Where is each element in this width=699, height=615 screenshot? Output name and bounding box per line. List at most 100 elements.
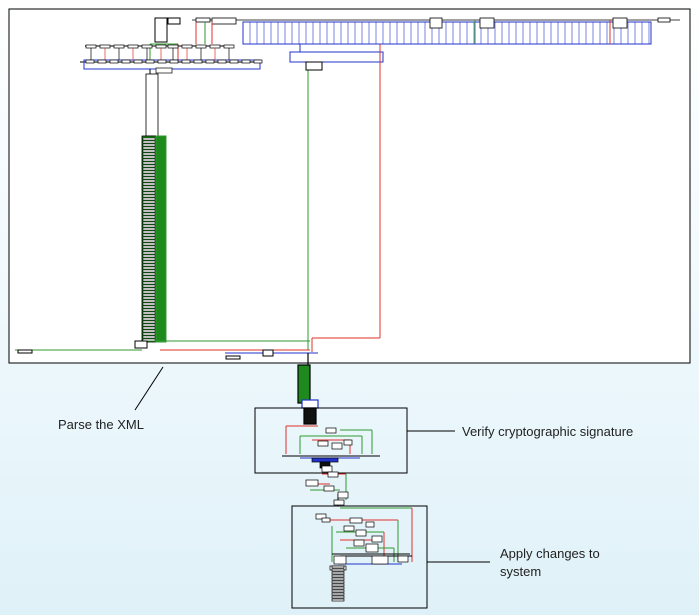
stack-frame — [142, 257, 156, 261]
stack-frame — [142, 212, 156, 216]
call-node — [209, 44, 221, 49]
stack-frame — [142, 149, 156, 153]
call-node — [85, 59, 95, 64]
stack-frame — [142, 230, 156, 234]
stack-frame — [142, 329, 156, 333]
stack-frame — [142, 269, 156, 273]
stack-frame — [142, 137, 156, 141]
stack-frame — [331, 589, 345, 593]
call-node — [109, 59, 119, 64]
verify-annotation: Verify cryptographic signature — [462, 424, 634, 439]
stack-frame — [142, 140, 156, 144]
stack-frame — [142, 242, 156, 246]
stack-frame — [142, 209, 156, 213]
stack-frame — [142, 221, 156, 225]
stack-frame — [142, 161, 156, 165]
stack-frame — [142, 266, 156, 270]
stack-frame — [142, 164, 156, 168]
stack-frame — [142, 218, 156, 222]
stack-frame — [142, 167, 156, 171]
stack-frame — [142, 296, 156, 300]
stack-frame — [142, 197, 156, 201]
call-node — [121, 59, 131, 64]
call-node — [229, 59, 239, 64]
call-node — [217, 59, 227, 64]
stack-frame — [142, 311, 156, 315]
stack-frame — [331, 574, 345, 578]
stack-frame — [331, 565, 345, 569]
parse-region-frame — [8, 8, 691, 364]
call-node — [205, 59, 215, 64]
stack-frame — [142, 155, 156, 159]
stack-frame — [142, 200, 156, 204]
stack-frame — [142, 260, 156, 264]
stack-frame — [142, 272, 156, 276]
stack-frame — [142, 206, 156, 210]
stack-frame — [142, 302, 156, 306]
call-node — [85, 44, 97, 49]
stack-frame — [142, 146, 156, 150]
stack-frame — [331, 577, 345, 581]
call-node — [181, 44, 193, 49]
stack-frame — [142, 143, 156, 147]
stack-frame — [142, 188, 156, 192]
stack-frame — [331, 571, 345, 575]
stack-frame — [142, 281, 156, 285]
stack-frame — [142, 251, 156, 255]
stack-frame — [142, 248, 156, 252]
stack-frame — [142, 236, 156, 240]
stack-frame — [142, 227, 156, 231]
stack-frame — [331, 598, 345, 602]
stack-frame — [142, 185, 156, 189]
left-call-tree-nodes — [85, 44, 263, 74]
call-node — [97, 59, 107, 64]
apply-call-tree — [330, 507, 413, 565]
stack-frame — [142, 182, 156, 186]
stack-frame — [142, 203, 156, 207]
stack-frame — [142, 179, 156, 183]
apply-call-nodes — [315, 513, 409, 571]
stack-frame — [142, 263, 156, 267]
stack-frame — [142, 194, 156, 198]
call-node — [167, 44, 179, 49]
stack-frame — [142, 308, 156, 312]
stack-frame — [142, 287, 156, 291]
stack-frame — [142, 305, 156, 309]
stack-frame — [142, 275, 156, 279]
verify-call-nodes — [311, 427, 353, 469]
stack-frame — [331, 568, 345, 572]
stack-frame — [331, 580, 345, 584]
stack-frame — [142, 239, 156, 243]
call-node — [253, 59, 263, 64]
main-trunk — [297, 353, 319, 425]
stack-frame — [142, 224, 156, 228]
stack-frame — [331, 583, 345, 587]
stack-frame — [142, 335, 156, 339]
stack-frame — [142, 191, 156, 195]
call-node — [155, 44, 167, 49]
stack-frame — [142, 152, 156, 156]
annotation-leaders — [134, 366, 490, 563]
stack-frame — [142, 173, 156, 177]
parse-return-edges — [15, 44, 381, 360]
call-node — [195, 44, 207, 49]
call-node — [145, 59, 155, 64]
top-blue-call-ticks — [249, 22, 650, 44]
stack-frame — [142, 332, 156, 336]
parse-leader-line — [134, 366, 164, 411]
stack-frame — [142, 314, 156, 318]
stack-frame — [142, 254, 156, 258]
stack-frame — [142, 176, 156, 180]
recursion-stack-frames — [142, 137, 156, 342]
top-blue-call-group — [242, 21, 652, 63]
stack-frame — [142, 170, 156, 174]
stack-frame — [331, 595, 345, 599]
call-node — [141, 44, 153, 49]
call-node — [155, 67, 173, 74]
stack-frame — [331, 586, 345, 590]
stack-frame — [142, 284, 156, 288]
call-node — [169, 59, 179, 64]
top-right-call-edges — [195, 20, 611, 44]
stack-frame — [142, 290, 156, 294]
